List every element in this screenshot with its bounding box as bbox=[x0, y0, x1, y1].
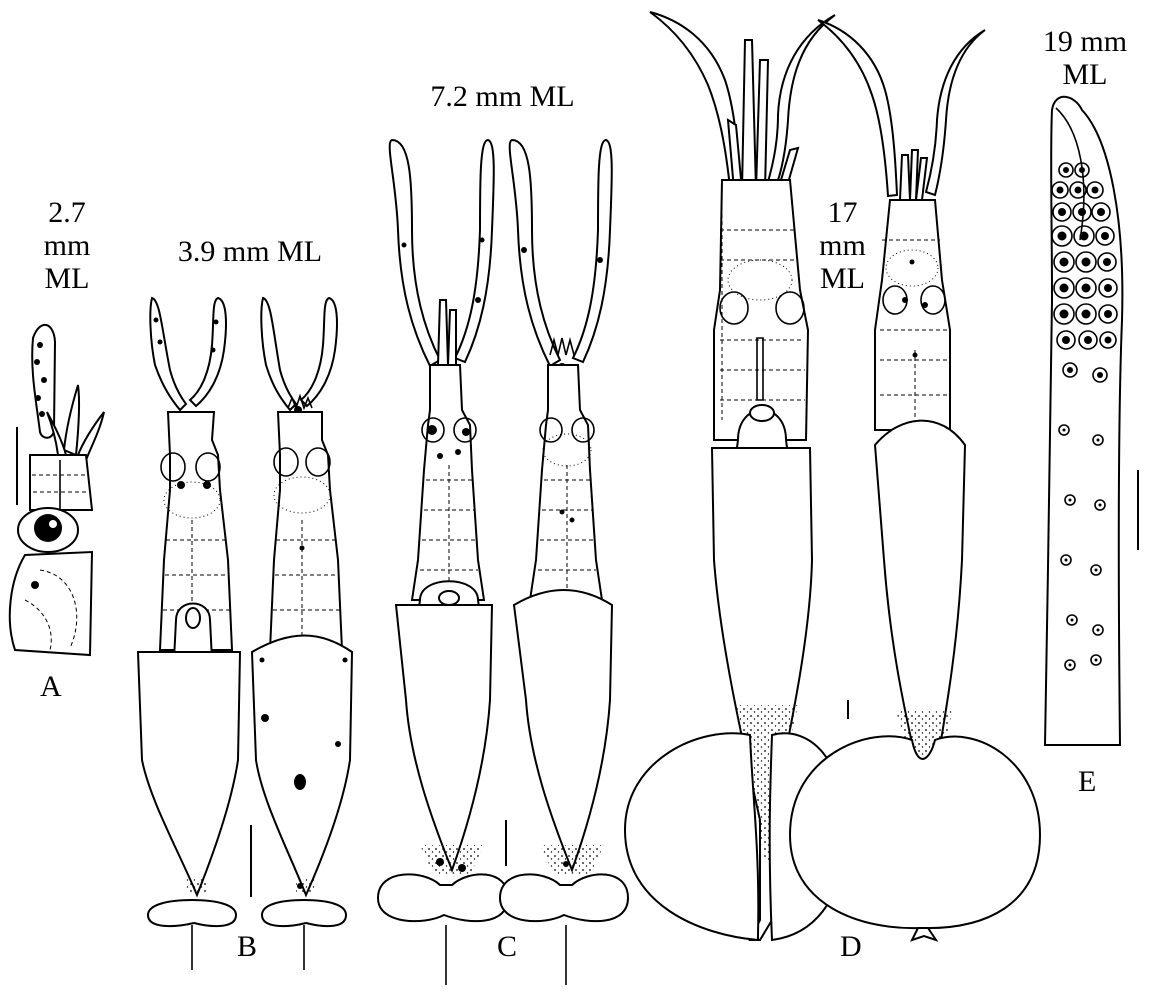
panel-e-size-label: 19 mm ML bbox=[1025, 25, 1145, 91]
panel-d-size-line: ML bbox=[820, 262, 865, 295]
panel-b-letter: B bbox=[237, 930, 258, 963]
panel-c-size-label: 7.2 mm ML bbox=[400, 80, 605, 113]
panel-a-size-line: mm bbox=[43, 229, 91, 262]
panel-b-right-drawing bbox=[250, 296, 354, 970]
panel-a-size-line: 2.7 bbox=[48, 196, 86, 229]
panel-d-letter: D bbox=[840, 930, 862, 963]
panel-d-right-drawing bbox=[788, 19, 1042, 942]
panel-c-left-drawing bbox=[376, 138, 510, 985]
panel-b-size-label: 3.9 mm ML bbox=[150, 235, 350, 268]
panel-c-letter: C bbox=[497, 930, 518, 963]
panel-c-size-line: 7.2 mm ML bbox=[430, 80, 575, 113]
panel-a-size-label: 2.7 mm ML bbox=[22, 196, 112, 295]
panel-e-size-line: 19 mm bbox=[1042, 25, 1128, 58]
panel-e-drawing bbox=[1043, 95, 1139, 746]
panel-c-right-drawing bbox=[498, 138, 630, 985]
panel-a-drawing bbox=[8, 324, 105, 657]
panel-b-size-line: 3.9 mm ML bbox=[177, 235, 323, 268]
panel-e-size-line: ML bbox=[1062, 58, 1108, 91]
panel-e-letter: E bbox=[1078, 765, 1097, 798]
panel-d-left-drawing bbox=[623, 11, 847, 942]
panel-d-size-line: 17 bbox=[827, 196, 858, 229]
panel-a-size-line: ML bbox=[44, 262, 90, 295]
panel-d-size-line: mm bbox=[819, 229, 866, 262]
panel-a-letter: A bbox=[40, 670, 62, 703]
panel-d-size-label: 17 mm ML bbox=[800, 196, 885, 295]
panel-b-left-drawing bbox=[136, 296, 242, 970]
